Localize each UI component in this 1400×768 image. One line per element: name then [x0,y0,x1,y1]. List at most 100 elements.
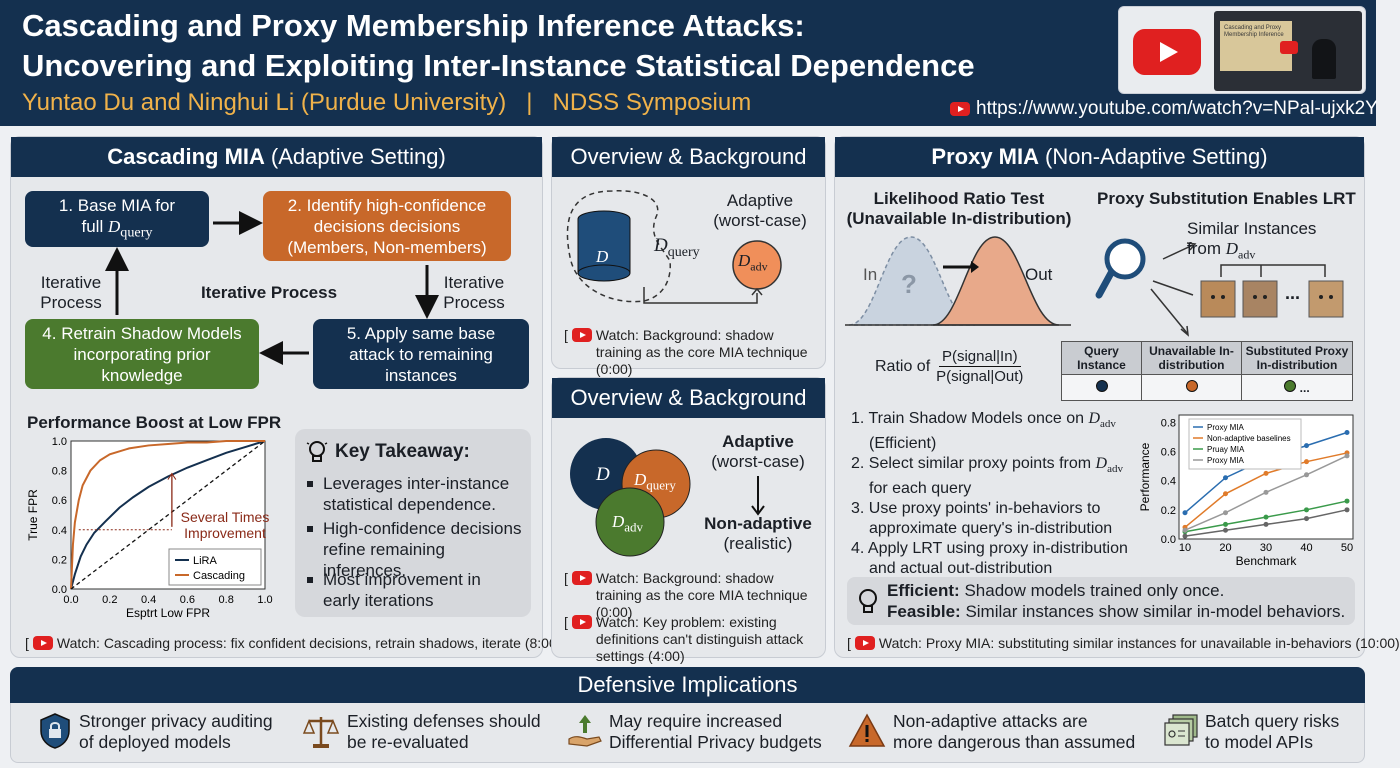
overview-panel-1: Overview & Background D Dquery Adaptive … [551,136,826,377]
iterative-left-label: Iterative Process [40,273,102,312]
perf-legend-label: Proxy MIA [1207,456,1245,465]
overview-1-adaptive: Adaptive (worst-case) [713,191,807,230]
step-1-symbol: D [107,216,121,236]
perf-title: Performance Boost at Low FPR [27,413,282,432]
query-dot [1095,380,1108,392]
perf-y-axis-label: Performance [1138,442,1152,511]
roc-diagonal-line [70,440,266,590]
similar-instances-label: Similar Instances from Dadv [1187,219,1323,264]
overview-1-watch-link[interactable]: [ Watch: Background: shadow training as … [564,327,820,378]
venn-dquery: D [634,470,647,489]
roc-y-axis-label: True FPR [26,489,40,541]
overview-1-diagram [566,190,782,304]
proxy-steps: 1. Train Shadow Models once on Dadv(Effi… [851,409,1151,579]
defensive-item-text: Existing defenses should [347,711,541,731]
defensive-header: Defensive Implications [10,667,1365,703]
defensive-item-text: be re-evaluated [347,732,469,752]
thumbnail-title: Cascading and Proxy Membership Inference [1224,25,1284,38]
roc-y-tick-label: 0.8 [52,466,67,478]
overview-2-watch-link-2[interactable]: [ Watch: Key problem: existing definitio… [564,614,820,665]
roc-x-tick-label: 0.8 [219,594,234,606]
perf-data-point [1223,491,1228,497]
perf-data-point [1304,472,1309,478]
batch-query-icon [1164,714,1198,746]
efficient-label: Efficient: [887,581,960,600]
out-label: Out [1025,265,1053,284]
overview-2-watch-link-1[interactable]: [ Watch: Background: shadow training as … [564,570,820,621]
hand-arrow-icon [568,715,602,747]
efficient-text: Shadow models trained only once. [964,581,1225,600]
perf-legend-label: Proxy MIA [1207,423,1245,432]
play-icon [1280,41,1298,54]
perf-data-point [1182,510,1188,516]
perf-data-point [1344,498,1350,504]
perf-data-point [1344,453,1350,459]
warning-icon [848,713,886,747]
video-link[interactable]: https://www.youtube.com/watch?v=NPal-ujx… [950,98,1378,120]
roc-x-tick-label: 0.2 [102,594,117,606]
table-header: Unavailable In-distribution [1141,341,1242,375]
speaker-figure [1312,39,1336,79]
perf-data-point [1304,459,1309,465]
proxy-watch-link[interactable]: [ Watch: Proxy MIA: substituting similar… [847,635,1400,651]
venn-dquery-sub: query [646,477,676,493]
venn-dadv: D [612,512,625,531]
roc-y-tick-label: 0.0 [52,584,67,596]
cascading-head-bold: Cascading MIA [107,144,265,169]
perf-x-axis-label: Benchmark [1236,554,1298,568]
roc-series-cascading [70,440,265,590]
video-thumbnail[interactable]: Cascading and Proxy Membership Inference [1118,6,1366,94]
proxy-dot [1284,380,1297,392]
perf-data-point [1223,475,1228,481]
venn-diagram [570,438,765,557]
overview-1-dquery: D [654,235,668,256]
perf-data-point [1344,430,1350,436]
proxy-head-bold: Proxy MIA [931,144,1040,169]
cascading-head-rest: (Adaptive Setting) [270,144,446,169]
youtube-logo-icon [1133,29,1201,75]
proxy-head-rest: (Non-Adaptive Setting) [1045,144,1268,169]
roc-x-tick-label: 0.6 [180,594,195,606]
perf-x-tick-label: 40 [1300,542,1312,554]
youtube-icon [854,636,875,650]
cascading-panel-header: Cascading MIA (Adaptive Setting) [11,137,542,177]
step-1-full: full [81,216,104,236]
step-5-box: 5. Apply same base attack to remaining i… [313,319,529,389]
roc-legend-label: LiRA [193,555,218,567]
youtube-icon [32,636,53,650]
scales-icon [302,717,340,748]
cats-ellipsis: ... [1285,283,1301,303]
table-header: Query Instance [1061,341,1142,375]
efficient-feasible-box: Efficient: Shadow models trained only on… [847,577,1355,625]
perf-y-tick-label: 0.6 [1161,446,1176,458]
proxy-title: Proxy Substitution Enables LRT [1097,189,1356,208]
defensive-item-text: Non-adaptive attacks are [893,711,1088,731]
defensive-item-text: more dangerous than assumed [893,732,1136,752]
perf-data-point [1263,521,1269,527]
defensive-item-text: May require increased [609,711,783,731]
perf-x-tick-label: 30 [1260,542,1272,554]
adaptive-label: Adaptive [722,432,794,451]
perf-legend-label: Pruay MIA [1207,445,1245,454]
ratio-numerator: P(signal|In) [938,347,1021,367]
shield-lock-icon [40,713,70,749]
overview-1-dquery-sub: query [667,244,700,260]
similar-instances-text: Similar Instances from [1187,219,1317,258]
ratio-denominator: P(signal|Out) [936,368,1024,385]
overview-2-header: Overview & Background [552,378,825,418]
cascading-watch-text: Watch: Cascading process: fix confident … [56,635,562,651]
lightbulb-icon [306,441,328,462]
table-header: Substituted Proxy In-distribution [1241,341,1353,375]
perf-data-point [1344,507,1350,513]
takeaway-item: Most improvement in early iterations [305,569,515,611]
unavailable-dot [1185,380,1198,392]
defensive-item-text: Batch query risks [1205,711,1340,731]
cascading-watch-link[interactable]: [ Watch: Cascading process: fix confiden… [25,635,562,651]
authors-line: Yuntao Du and Ninghui Li (Purdue Univers… [22,89,752,116]
youtube-icon [571,328,592,342]
roc-y-tick-label: 0.4 [52,525,67,537]
proxy-dots-ellipsis: ... [1299,381,1310,395]
